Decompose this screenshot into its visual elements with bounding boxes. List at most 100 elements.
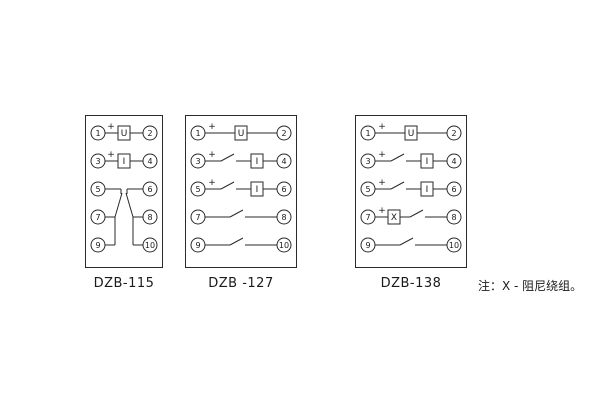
svg-text:10: 10: [279, 241, 289, 250]
terminal-8: 8: [276, 209, 292, 225]
wiring: [205, 132, 277, 246]
current-coil-label: I: [123, 157, 126, 167]
damping-winding-box: [387, 209, 401, 225]
panel-name-dzb-138: DZB-138: [380, 276, 442, 291]
svg-text:2: 2: [281, 129, 286, 138]
polarity-plus: +: [208, 150, 216, 160]
polarity-plus: +: [208, 178, 216, 188]
terminal-5: 5: [360, 181, 376, 197]
voltage-coil-label: U: [238, 129, 245, 139]
polarity-plus: +: [107, 122, 115, 132]
note-text: 注：X - 阻尼绕组。: [478, 279, 583, 293]
svg-text:4: 4: [281, 157, 286, 166]
terminal-2: 2: [142, 125, 158, 141]
polarity-plus: +: [378, 178, 386, 188]
terminal-5: 5: [190, 181, 206, 197]
voltage-coil-label: U: [121, 129, 128, 139]
wiring: [105, 132, 143, 246]
svg-text:9: 9: [195, 241, 200, 250]
current-coil-box: [117, 153, 131, 169]
polarity-plus: +: [107, 150, 115, 160]
terminal-7: 7: [90, 209, 106, 225]
terminal-7: 7: [190, 209, 206, 225]
svg-text:6: 6: [147, 185, 152, 194]
svg-text:3: 3: [195, 157, 200, 166]
svg-text:6: 6: [281, 185, 286, 194]
svg-text:9: 9: [365, 241, 370, 250]
svg-text:7: 7: [365, 213, 370, 222]
panel-outline: [85, 115, 163, 268]
terminal-10: 10: [276, 237, 292, 253]
current-coil-box: [250, 181, 264, 197]
terminal-9: 9: [90, 237, 106, 253]
polarity-plus: +: [378, 206, 386, 216]
svg-text:10: 10: [145, 241, 155, 250]
svg-text:8: 8: [147, 213, 152, 222]
wiring: [375, 132, 447, 246]
voltage-coil-label: U: [408, 129, 415, 139]
current-coil-box: [420, 181, 434, 197]
panel-dzb-127: + + + U I I 1 2 3 4 5 6 7 8 9 10: [185, 115, 297, 268]
svg-text:7: 7: [95, 213, 100, 222]
svg-text:8: 8: [451, 213, 456, 222]
terminal-3: 3: [190, 153, 206, 169]
panel-name-dzb-127: DZB -127: [208, 276, 274, 291]
panel-dzb-138: + + + + U I I X 1 2 3 4 5 6 7 8 9 10: [355, 115, 467, 268]
svg-text:1: 1: [365, 129, 370, 138]
current-coil-box: [420, 153, 434, 169]
svg-text:8: 8: [281, 213, 286, 222]
voltage-coil-box: [404, 125, 418, 141]
svg-text:3: 3: [95, 157, 100, 166]
polarity-plus: +: [378, 122, 386, 132]
terminal-3: 3: [90, 153, 106, 169]
current-coil-label: I: [256, 157, 259, 167]
terminal-9: 9: [360, 237, 376, 253]
svg-text:10: 10: [449, 241, 459, 250]
terminal-9: 9: [190, 237, 206, 253]
terminal-10: 10: [142, 237, 158, 253]
terminal-5: 5: [90, 181, 106, 197]
panel-outline: [185, 115, 297, 268]
terminal-6: 6: [446, 181, 462, 197]
terminal-8: 8: [446, 209, 462, 225]
svg-text:9: 9: [95, 241, 100, 250]
voltage-coil-box: [234, 125, 248, 141]
current-coil-label: I: [426, 157, 429, 167]
current-coil-label: I: [426, 185, 429, 195]
svg-text:4: 4: [147, 157, 152, 166]
polarity-plus: +: [208, 122, 216, 132]
terminal-4: 4: [142, 153, 158, 169]
current-coil-box: [250, 153, 264, 169]
terminal-2: 2: [446, 125, 462, 141]
current-coil-label: I: [256, 185, 259, 195]
terminal-7: 7: [360, 209, 376, 225]
panel-name-dzb-115: DZB-115: [93, 276, 155, 291]
polarity-plus: +: [378, 150, 386, 160]
svg-text:3: 3: [365, 157, 370, 166]
terminal-3: 3: [360, 153, 376, 169]
panel-outline: [355, 115, 467, 268]
svg-text:1: 1: [95, 129, 100, 138]
svg-text:4: 4: [451, 157, 456, 166]
terminal-8: 8: [142, 209, 158, 225]
svg-text:7: 7: [195, 213, 200, 222]
terminal-6: 6: [276, 181, 292, 197]
terminal-1: 1: [90, 125, 106, 141]
terminal-4: 4: [276, 153, 292, 169]
terminal-10: 10: [446, 237, 462, 253]
terminal-2: 2: [276, 125, 292, 141]
svg-text:2: 2: [451, 129, 456, 138]
svg-text:6: 6: [451, 185, 456, 194]
svg-text:5: 5: [95, 185, 100, 194]
voltage-coil-box: [117, 125, 131, 141]
terminal-1: 1: [190, 125, 206, 141]
terminal-4: 4: [446, 153, 462, 169]
svg-text:5: 5: [195, 185, 200, 194]
terminal-6: 6: [142, 181, 158, 197]
terminal-1: 1: [360, 125, 376, 141]
svg-text:5: 5: [365, 185, 370, 194]
svg-text:1: 1: [195, 129, 200, 138]
svg-text:2: 2: [147, 129, 152, 138]
panel-dzb-115: + + U I 1 2 3 4 5 6 7 8 9 10: [85, 115, 163, 268]
